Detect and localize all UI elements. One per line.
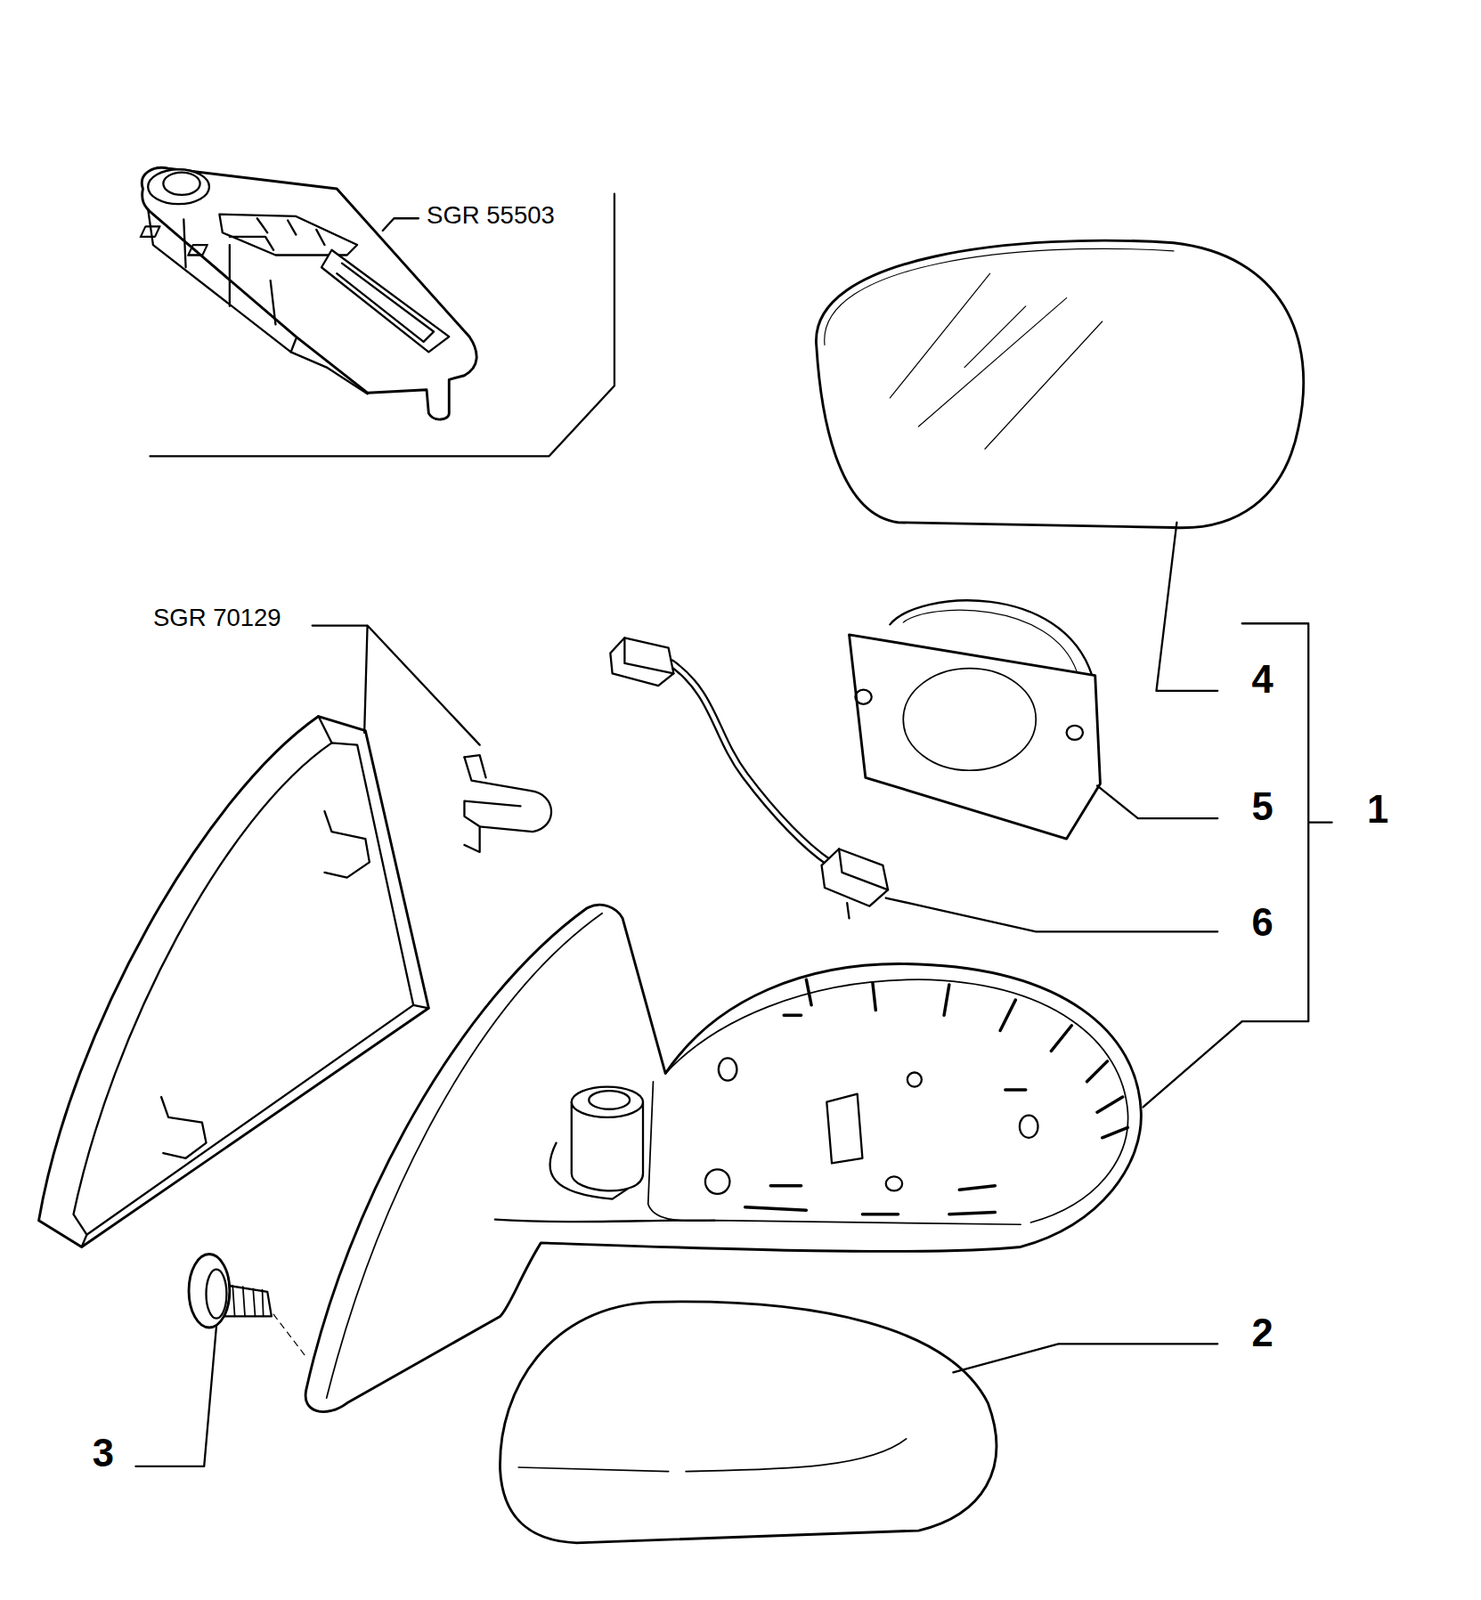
leader-line	[382, 218, 419, 231]
callout-number: 1	[1365, 789, 1392, 831]
callout-number: 5	[1249, 787, 1276, 829]
callout-number: 6	[1249, 902, 1276, 944]
callout-number: 2	[1249, 1312, 1276, 1354]
mirror-actuator-plate	[849, 600, 1101, 839]
callout-number: 3	[89, 1432, 116, 1474]
mirror-cover	[499, 1301, 996, 1544]
screw	[188, 1253, 307, 1358]
sail-trim	[39, 716, 430, 1248]
mirror-glass	[815, 240, 1303, 529]
part-group-label: SGR 55503	[424, 202, 557, 229]
group-frame	[149, 194, 614, 457]
retaining-clip	[463, 755, 552, 853]
wiring-harness	[610, 637, 888, 919]
callout-number: 4	[1249, 659, 1276, 700]
leader-lines	[135, 522, 1332, 1467]
part-group-label: SGR 70129	[151, 603, 284, 631]
